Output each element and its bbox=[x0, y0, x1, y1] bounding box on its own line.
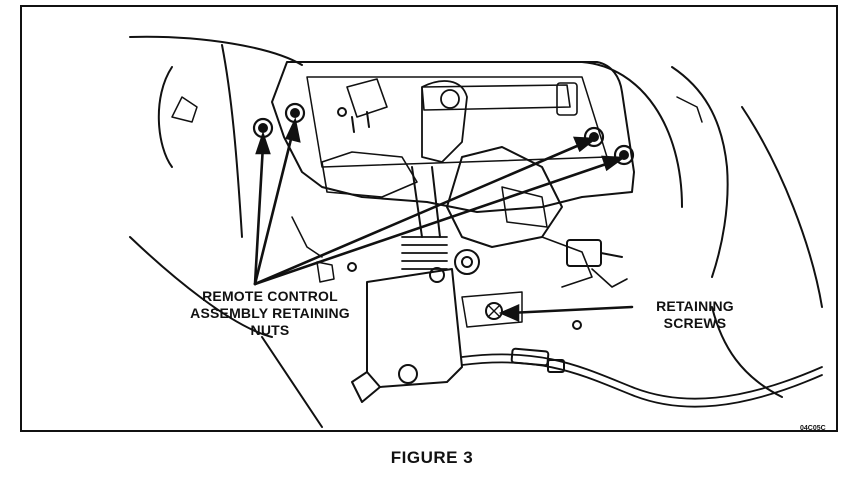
diagram-frame: REMOTE CONTROL ASSEMBLY RETAINING NUTS R… bbox=[20, 5, 838, 432]
figure-caption: FIGURE 3 bbox=[390, 448, 474, 467]
door-latch-line-drawing bbox=[129, 35, 823, 428]
callout-line: ASSEMBLY RETAINING bbox=[190, 305, 350, 321]
callout-line: SCREWS bbox=[663, 315, 727, 331]
retaining-screws-callout: RETAINING SCREWS bbox=[640, 298, 750, 332]
callout-line: NUTS bbox=[250, 322, 290, 338]
callout-line: RETAINING bbox=[656, 298, 734, 314]
figure-code: 04C05C bbox=[800, 425, 826, 432]
retaining-nuts-callout: REMOTE CONTROL ASSEMBLY RETAINING NUTS bbox=[170, 288, 370, 339]
callout-line: REMOTE CONTROL bbox=[202, 288, 338, 304]
